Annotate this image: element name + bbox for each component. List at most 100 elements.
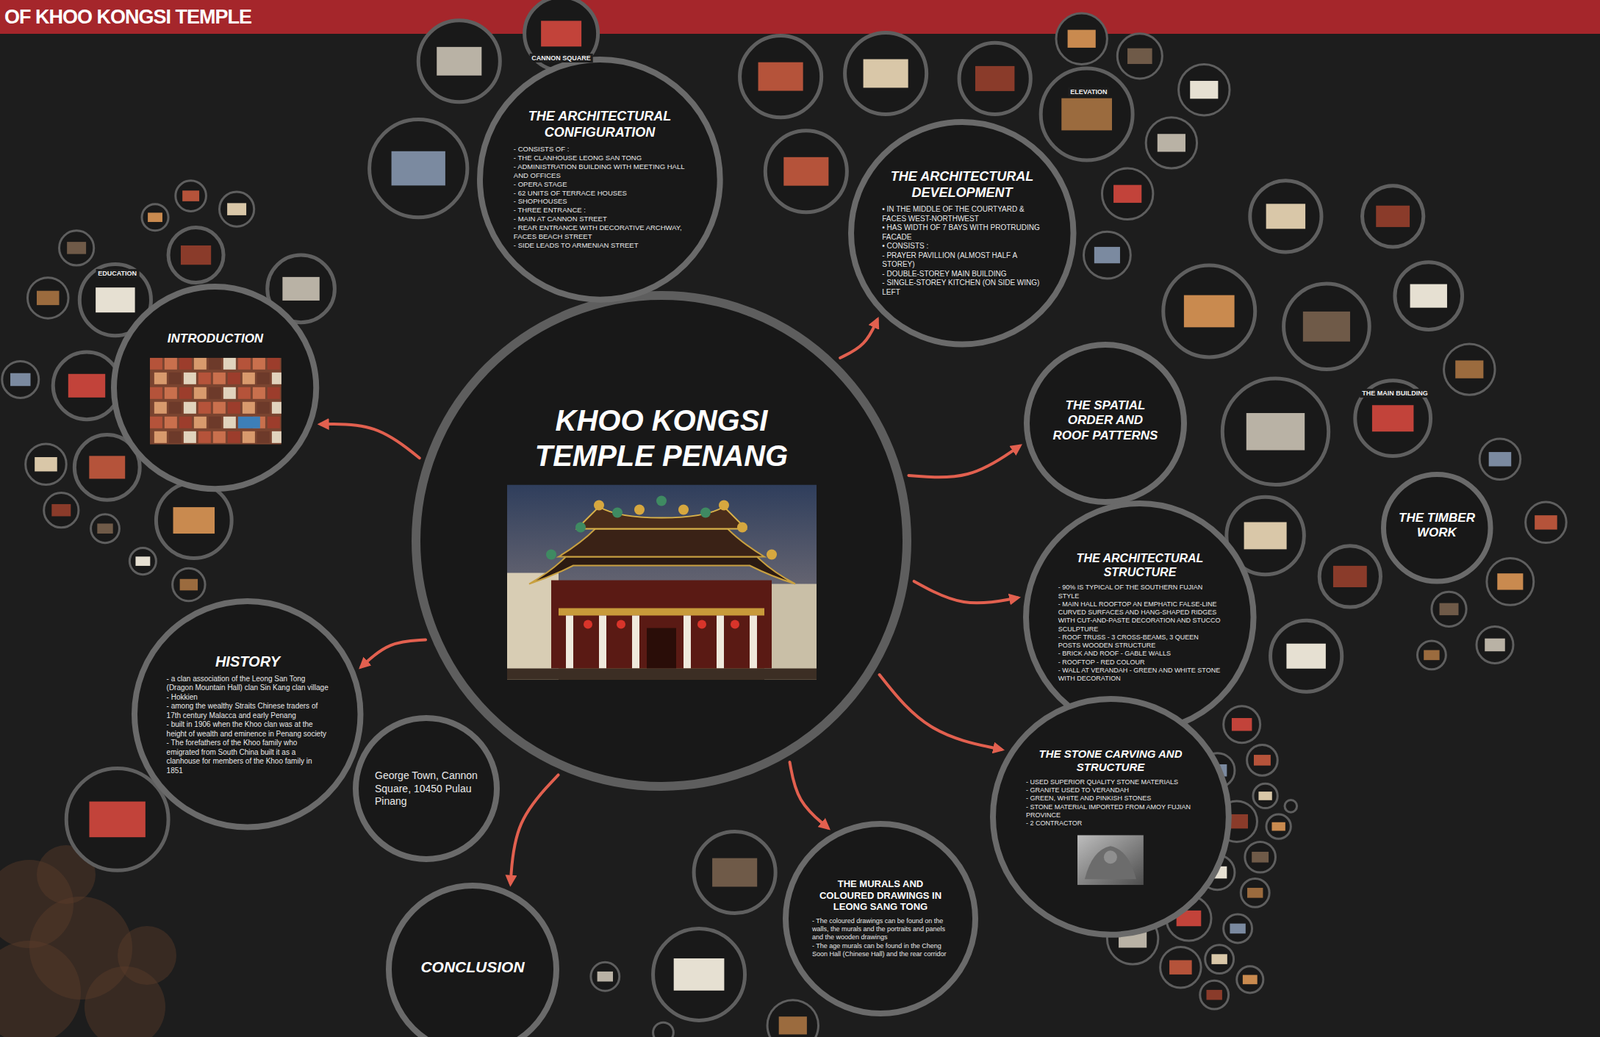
topic-heading: THE MURALS AND COLOURED DRAWINGS IN LEON… bbox=[812, 878, 949, 913]
thumbnail bbox=[1211, 953, 1227, 965]
picture-caption: THE MAIN BUILDING bbox=[1359, 388, 1431, 398]
topic-arrow bbox=[361, 640, 426, 668]
bubble-outline bbox=[1101, 168, 1153, 220]
bubble-outline bbox=[765, 130, 847, 213]
bubble-outline bbox=[168, 227, 224, 283]
thumbnail bbox=[1375, 205, 1410, 228]
picture-bubble bbox=[1117, 33, 1162, 79]
topic-heading: THE ARCHITECTURAL CONFIGURATION bbox=[513, 108, 686, 141]
topic-text: - SIDE LEADS TO ARMENIAN STREET bbox=[513, 241, 686, 250]
picture-bubble bbox=[653, 1022, 674, 1037]
thumbnail bbox=[673, 958, 725, 991]
thumbnail bbox=[1229, 923, 1246, 935]
bubble-outline bbox=[1479, 438, 1521, 480]
thumbnail bbox=[1534, 515, 1558, 530]
bubble-outline bbox=[418, 20, 500, 103]
node-content: THE STONE CARVING AND STRUCTURE- USED SU… bbox=[1025, 747, 1196, 886]
bubble-outline bbox=[1145, 117, 1197, 169]
thumbnail bbox=[1244, 521, 1287, 550]
bubble-outline bbox=[1283, 283, 1370, 370]
thumbnail bbox=[1266, 203, 1306, 229]
thumbnail bbox=[135, 556, 150, 566]
bubble-outline bbox=[1355, 380, 1431, 457]
thumbnail bbox=[1242, 975, 1258, 985]
circle-border bbox=[113, 286, 317, 489]
topic-text: - DOUBLE-STOREY MAIN BUILDING bbox=[881, 269, 1042, 280]
picture-bubble bbox=[1223, 914, 1253, 943]
thumbnail bbox=[1246, 413, 1305, 451]
picture-bubble bbox=[1236, 966, 1264, 993]
bubble-outline bbox=[1040, 68, 1133, 161]
thumbnail bbox=[758, 62, 804, 92]
picture-bubble bbox=[2, 360, 39, 398]
thumbnail bbox=[1439, 603, 1459, 616]
picture-bubble bbox=[1056, 13, 1107, 64]
topic-text: - The age murals can be found in the Che… bbox=[812, 942, 949, 960]
thumbnail bbox=[173, 507, 216, 534]
thumbnail bbox=[863, 59, 909, 89]
picture-bubble bbox=[1270, 620, 1343, 692]
picture-bubble bbox=[1250, 180, 1322, 253]
topic-text: - CONSISTS OF : bbox=[513, 144, 686, 154]
thumbnail bbox=[182, 190, 200, 202]
topic-arrow bbox=[908, 446, 1020, 478]
bubble-outline bbox=[175, 180, 207, 212]
bubble-outline bbox=[219, 191, 255, 227]
thumbnail bbox=[1231, 718, 1252, 731]
topic-text: - THE CLANHOUSE LEONG SAN TONG bbox=[513, 153, 686, 163]
picture-bubble bbox=[1205, 945, 1234, 974]
picture-bubble bbox=[1319, 546, 1381, 608]
bubble-outline bbox=[155, 482, 232, 559]
picture-bubble bbox=[25, 443, 67, 486]
thumbnail bbox=[180, 245, 211, 265]
picture-bubble bbox=[1355, 380, 1431, 457]
topic-text: - ROOFTOP - RED COLOUR bbox=[1058, 658, 1222, 667]
bubble-outline bbox=[27, 277, 69, 319]
circle-border bbox=[1025, 503, 1254, 732]
bubble-outline bbox=[1431, 591, 1467, 627]
picture-caption: EDUCATION bbox=[95, 268, 139, 278]
topic-arrow bbox=[914, 581, 1018, 604]
bubble-outline bbox=[1253, 783, 1278, 808]
bubble-outline bbox=[1416, 640, 1446, 670]
thumbnail bbox=[97, 523, 113, 534]
thumbnail bbox=[1484, 638, 1505, 652]
picture-bubble bbox=[1476, 626, 1514, 663]
thumbnail bbox=[1303, 311, 1351, 342]
topic-heading: THE STONE CARVING AND STRUCTURE bbox=[1025, 747, 1196, 774]
bubble-outline bbox=[1362, 185, 1424, 247]
thumbnail bbox=[1067, 30, 1096, 48]
topic-text: - The coloured drawings can be found on … bbox=[812, 917, 949, 943]
thumbnail bbox=[1423, 650, 1440, 661]
node-content: THE ARCHITECTURAL STRUCTURE- 90% IS TYPI… bbox=[1058, 551, 1222, 683]
bubble-outline bbox=[1056, 13, 1107, 64]
thumbnail bbox=[1061, 98, 1112, 131]
topic-circle: INTRODUCTION bbox=[110, 283, 319, 492]
circle-border bbox=[415, 295, 907, 787]
bubble-outline bbox=[1205, 945, 1234, 974]
picture-bubble bbox=[91, 514, 120, 544]
node-content: HISTORY- a clan association of the Leong… bbox=[166, 652, 330, 777]
picture-bubble bbox=[219, 191, 255, 227]
thumbnail bbox=[34, 457, 58, 472]
topic-text: • HAS WIDTH OF 7 BAYS WITH PROTRUDING FA… bbox=[881, 223, 1042, 242]
thumbnail bbox=[436, 47, 482, 76]
circle-border bbox=[355, 718, 497, 860]
thumbnail bbox=[180, 579, 198, 591]
picture-bubble bbox=[1178, 63, 1230, 115]
node-content: THE ARCHITECTURAL CONFIGURATION - CONSIST… bbox=[513, 108, 686, 250]
circle-border bbox=[1026, 344, 1185, 502]
bubble-outline bbox=[845, 32, 927, 114]
topic-circle: THE STONE CARVING AND STRUCTURE- USED SU… bbox=[989, 696, 1232, 938]
picture-bubble bbox=[418, 20, 500, 103]
topic-text: - REAR ENTRANCE WITH DECORATIVE ARCHWAY,… bbox=[513, 223, 686, 242]
thumbnail bbox=[712, 858, 758, 888]
topic-text: - built in 1906 when the Khoo clan was a… bbox=[166, 720, 330, 740]
picture-bubble bbox=[155, 482, 232, 559]
thumbnail bbox=[597, 971, 613, 982]
picture-bubble bbox=[172, 568, 206, 601]
topic-text: - 2 CONTRACTOR bbox=[1025, 819, 1196, 828]
topic-circle: THE SPATIAL ORDER AND ROOF PATTERNS bbox=[1023, 341, 1187, 505]
photo-illustration bbox=[507, 485, 817, 680]
